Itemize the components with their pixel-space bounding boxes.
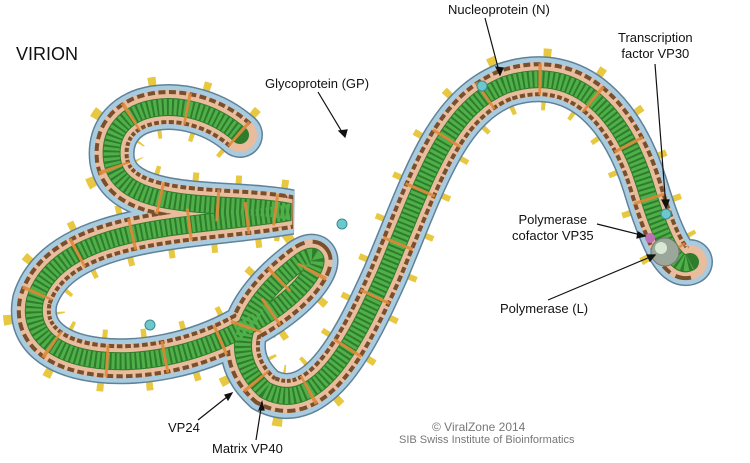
label-vp30-line2: factor VP30: [621, 46, 690, 61]
label-vp40: Matrix VP40: [212, 441, 283, 456]
vp30-3: [336, 218, 348, 230]
label-polymerase: Polymerase (L): [500, 301, 589, 316]
label-vp24: VP24: [168, 420, 200, 435]
vp30: [660, 208, 672, 220]
label-glycoprotein: Glycoprotein (GP): [265, 76, 370, 91]
vp30-2: [476, 80, 488, 92]
polymerase-highlight: [655, 242, 667, 254]
credit-sib: SIB Swiss Institute of Bioinformatics: [399, 434, 575, 446]
diagram-title: VIRION: [16, 44, 79, 64]
label-vp35: Polymerase cofactor VP35: [512, 212, 594, 244]
label-vp35-line1: Polymerase: [518, 212, 588, 227]
label-vp30: Transcription factor VP30: [618, 30, 693, 62]
leader-lines: [197, 17, 670, 441]
label-vp35-line2: cofactor VP35: [512, 228, 594, 243]
credit-viralzone: © ViralZone 2014: [432, 420, 526, 434]
vp35: [645, 233, 655, 243]
vp30-4: [144, 319, 156, 331]
label-nucleoprotein: Nucleoprotein (N): [448, 2, 550, 17]
label-vp30-line1: Transcription: [618, 30, 693, 45]
